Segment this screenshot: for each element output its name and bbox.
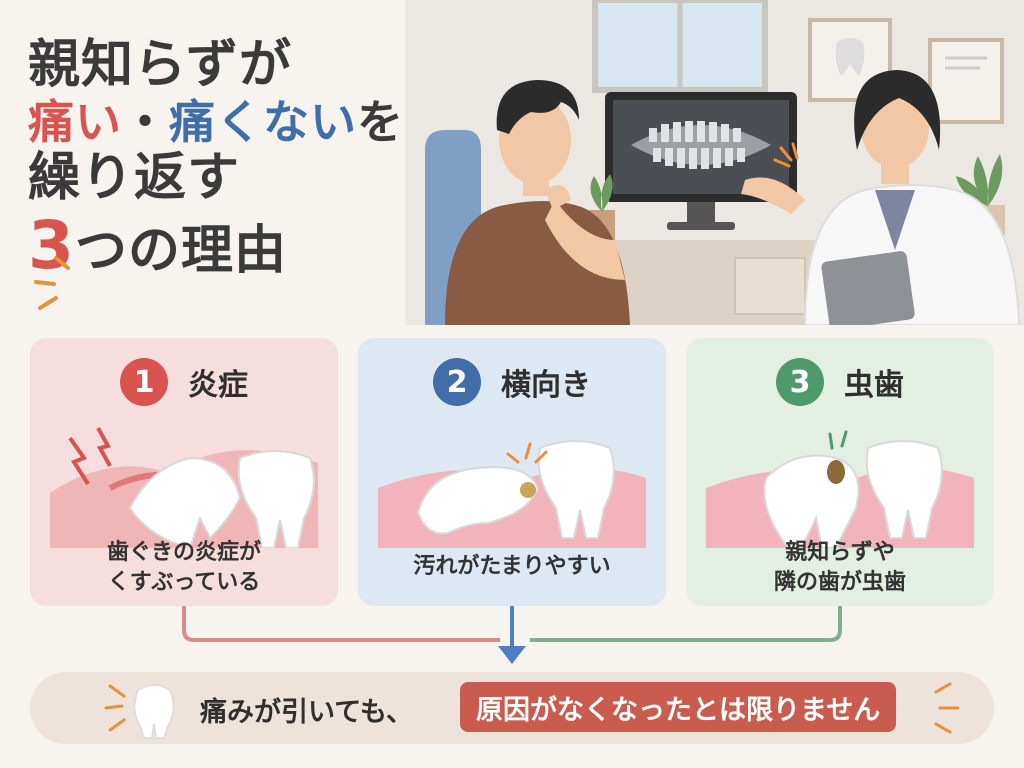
title: 親知らずが 痛い・痛くないを 繰り返す 3つの理由 xyxy=(28,35,408,284)
title-painful: 痛い xyxy=(28,94,122,149)
number-badge: 2 xyxy=(433,358,481,406)
card-header: 3 虫歯 xyxy=(686,358,994,406)
title-number: 3 xyxy=(28,207,75,285)
title-reasons: つの理由 xyxy=(74,221,287,282)
title-particle: を xyxy=(357,94,404,149)
card-desc-line-1: 親知らずや xyxy=(785,540,895,565)
card-description: 汚れがたまりやすい xyxy=(358,552,666,582)
banner-text: 痛みが引いても、 xyxy=(200,697,414,728)
title-not-painful: 痛くない xyxy=(169,94,357,149)
title-line-3: 繰り返す xyxy=(28,147,241,208)
inflamed-gum-illustration xyxy=(50,427,318,548)
card-description: 親知らずや 隣の歯が虫歯 xyxy=(686,538,994,597)
title-line-2: 痛い・痛くないを xyxy=(28,94,408,149)
reason-card-cavity: 3 虫歯 親知らずや 隣の歯が虫歯 xyxy=(686,338,994,606)
card-title: 炎症 xyxy=(188,368,248,403)
card-header: 2 横向き xyxy=(358,358,666,406)
card-header: 1 炎症 xyxy=(30,358,338,406)
cavity-tooth-illustration xyxy=(706,430,974,548)
clinic-illustration xyxy=(405,0,1024,325)
card-desc-line-1: 歯ぐきの炎症が xyxy=(106,540,261,565)
card-description: 歯ぐきの炎症が くすぶっている xyxy=(30,538,338,597)
banner-highlight: 原因がなくなったとは限りません xyxy=(460,682,897,732)
reason-card-sideways: 2 横向き 汚れがたまりやすい xyxy=(358,338,666,606)
connector-lines xyxy=(182,606,842,664)
title-separator: ・ xyxy=(122,94,169,149)
arrow-down-icon xyxy=(498,646,526,664)
burst-icon xyxy=(506,442,548,464)
card-desc-line-2: くすぶっている xyxy=(107,569,261,595)
title-line-4: 3つの理由 xyxy=(28,208,408,284)
tooth-icon xyxy=(104,684,175,739)
number-badge: 3 xyxy=(776,358,824,406)
card-title: 横向き xyxy=(501,368,591,403)
title-line-1: 親知らずが xyxy=(28,35,292,95)
reason-card-inflammation: 1 炎症 歯ぐきの炎症が くすぶっている xyxy=(30,338,338,606)
card-desc-line-1: 汚れがたまりやすい xyxy=(413,554,611,579)
sideways-tooth-illustration xyxy=(378,440,646,548)
lightning-icon xyxy=(68,436,90,486)
conclusion-banner: 痛みが引いても、 原因がなくなったとは限りません xyxy=(30,672,994,744)
number-badge: 1 xyxy=(120,358,168,406)
burst-icon xyxy=(34,256,70,310)
card-title: 虫歯 xyxy=(844,368,904,403)
burst-icon xyxy=(934,682,960,734)
card-desc-line-2: 隣の歯が虫歯 xyxy=(773,569,906,595)
